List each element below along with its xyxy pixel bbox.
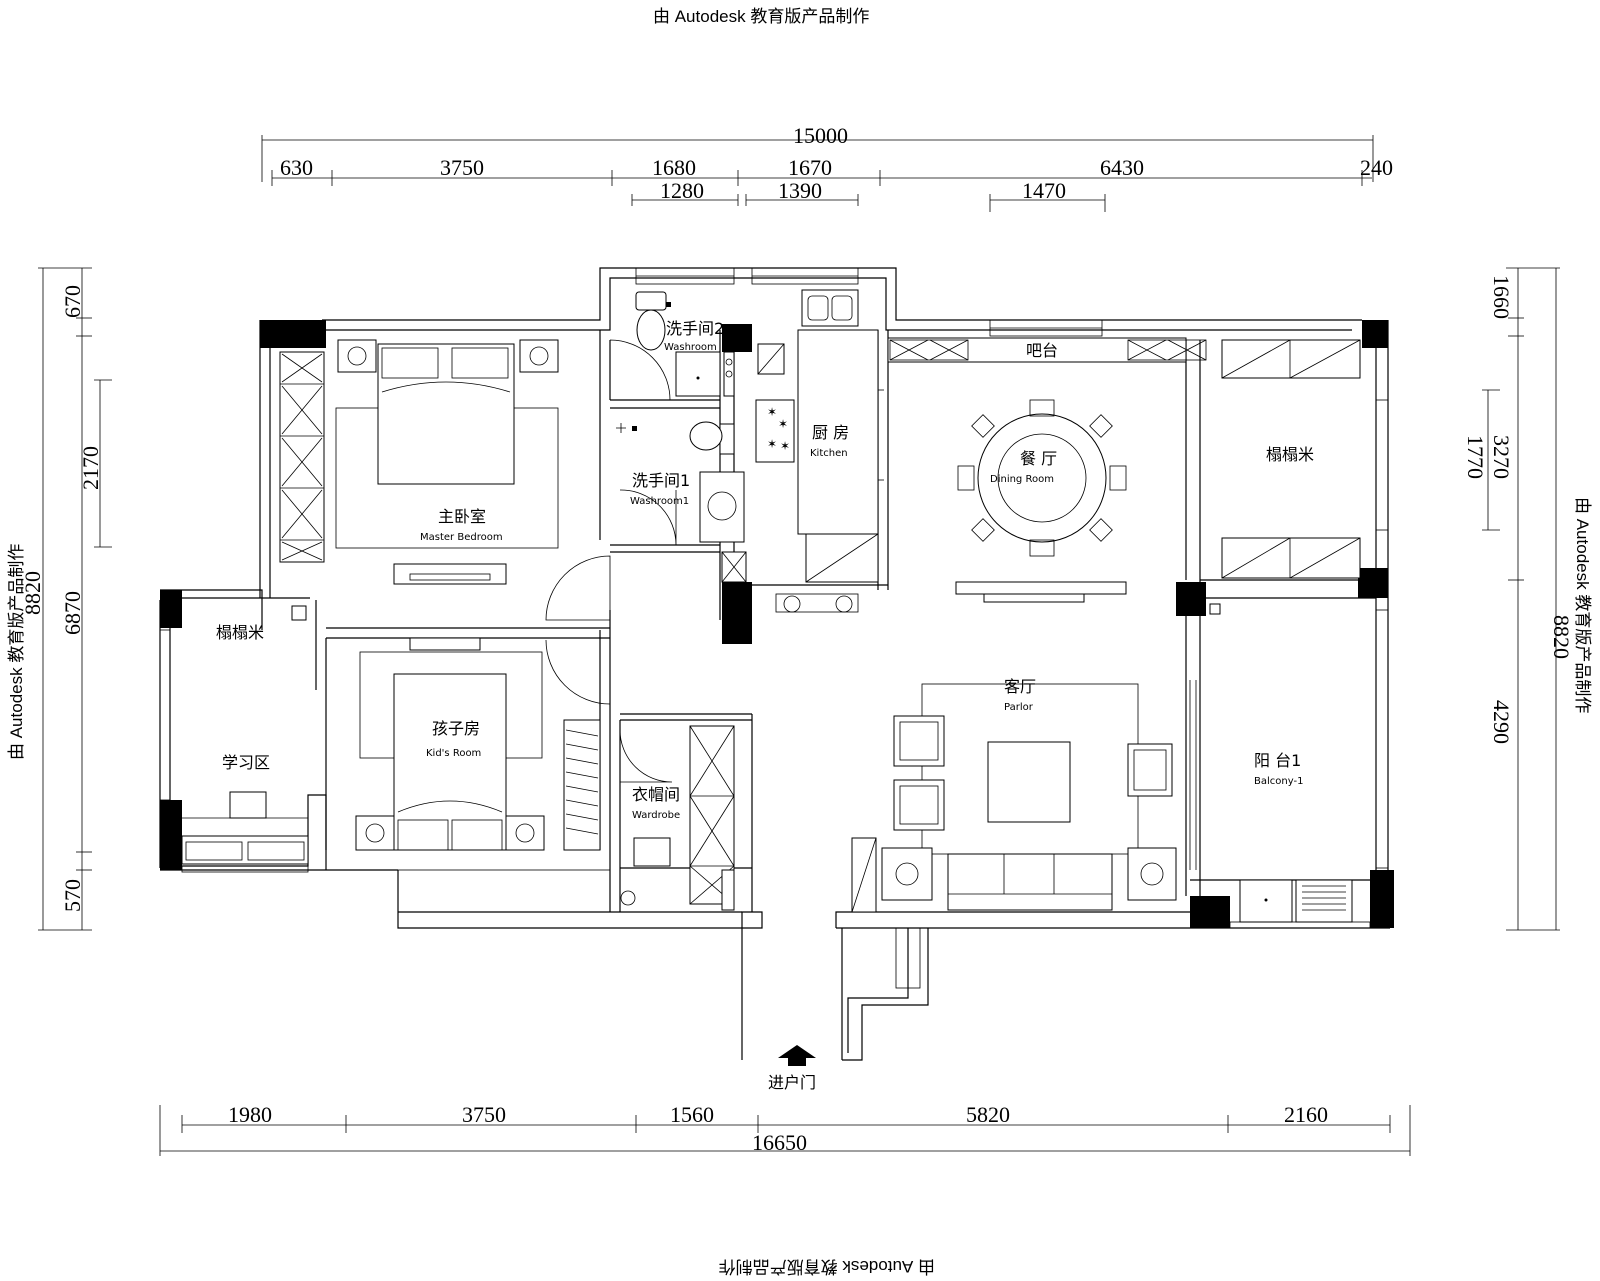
dim-top-2: 3750 (440, 155, 484, 180)
dim-top-1: 630 (280, 155, 313, 180)
dim-right-total: 8820 (1549, 615, 1574, 659)
parlor-furniture (851, 683, 1177, 913)
watermark-top: 由 Autodesk 教育版产品制作 (653, 7, 870, 26)
dim-left-sub: 2170 (78, 446, 103, 490)
entrance-arrow-icon (778, 1045, 816, 1066)
dim-bottom-1: 1980 (228, 1102, 272, 1127)
dim-bottom-total: 16650 (752, 1130, 807, 1155)
master-bedroom-label: 主卧室 (438, 507, 486, 526)
balcony-label-en: Balcony-1 (1254, 776, 1303, 787)
dim-left-1: 670 (60, 285, 85, 318)
dim-right-1: 1660 (1489, 275, 1514, 319)
balcony-furniture (181, 865, 1371, 929)
study-label: 学习区 (222, 753, 270, 772)
washroom1-label: 洗手间1 (632, 471, 690, 490)
washroom2-label: 洗手间2 (666, 319, 724, 338)
dim-top-sub-1: 1280 (660, 178, 704, 203)
walls (159, 267, 1390, 1061)
svg-text:✶: ✶ (767, 405, 777, 419)
wall-columns (160, 320, 1394, 928)
dimension-texts: 15000 630 3750 1680 1670 6430 240 1280 1… (20, 123, 1574, 1155)
dim-top-sub-3: 1470 (1022, 178, 1066, 203)
master-bedroom-label-en: Master Bedroom (420, 532, 503, 543)
doors (545, 339, 1197, 870)
tatami-left-label: 榻榻米 (216, 623, 264, 642)
dining-label: 餐 厅 (1020, 449, 1057, 468)
svg-text:✶: ✶ (778, 417, 788, 431)
kids-room-label: 孩子房 (432, 719, 480, 738)
dim-left-total: 8820 (20, 571, 45, 615)
dim-top-sub-2: 1390 (778, 178, 822, 203)
dining-label-en: Dining Room (990, 474, 1054, 485)
dim-bottom-5: 2160 (1284, 1102, 1328, 1127)
wardrobe-label-en: Wardrobe (632, 810, 680, 821)
dim-bottom-3: 1560 (670, 1102, 714, 1127)
washroom1-label-en: Washroom1 (630, 496, 689, 507)
dim-right-2: 3270 (1489, 435, 1514, 479)
bar-label: 吧台 (1026, 341, 1058, 360)
master-bedroom-furniture (279, 339, 559, 651)
kitchen-fixtures: ✶ ✶ ✶ ✶ (755, 289, 884, 613)
kids-room-label-en: Kid's Room (426, 748, 481, 759)
room-labels: 主卧室 Master Bedroom 洗手间2 Washroom 洗手间1 Wa… (216, 319, 1314, 1092)
kitchen-label: 厨 房 (812, 423, 849, 442)
entrance-label: 进户门 (768, 1073, 816, 1092)
washroom2-label-en: Washroom (664, 342, 717, 353)
dim-bottom-4: 5820 (966, 1102, 1010, 1127)
dim-top-6: 240 (1360, 155, 1393, 180)
dim-top-total: 15000 (793, 123, 848, 148)
dim-bottom-2: 3750 (462, 1102, 506, 1127)
dim-right-sub: 1770 (1463, 435, 1488, 479)
dim-top-3: 1680 (652, 155, 696, 180)
parlor-label: 客厅 (1004, 677, 1036, 696)
kids-room-furniture (181, 651, 601, 865)
dim-left-3: 570 (60, 879, 85, 912)
parlor-label-en: Parlor (1004, 702, 1034, 713)
dining-furniture (887, 337, 1207, 603)
tatami-right-furniture (1209, 339, 1361, 615)
svg-text:✶: ✶ (780, 439, 790, 453)
washroom-fixtures (616, 291, 747, 583)
dim-top-4: 1670 (788, 155, 832, 180)
dim-left-2: 6870 (60, 591, 85, 635)
tatami-right-label: 榻榻米 (1266, 445, 1314, 464)
balcony-label: 阳 台1 (1254, 751, 1301, 770)
dim-right-3: 4290 (1489, 700, 1514, 744)
dimension-lines (38, 135, 1560, 1156)
kitchen-label-en: Kitchen (810, 448, 848, 459)
svg-text:✶: ✶ (767, 437, 777, 451)
wardrobe-label: 衣帽间 (632, 785, 680, 804)
wardrobe-furniture (620, 725, 735, 911)
windows (159, 267, 1389, 989)
dim-top-5: 6430 (1100, 155, 1144, 180)
